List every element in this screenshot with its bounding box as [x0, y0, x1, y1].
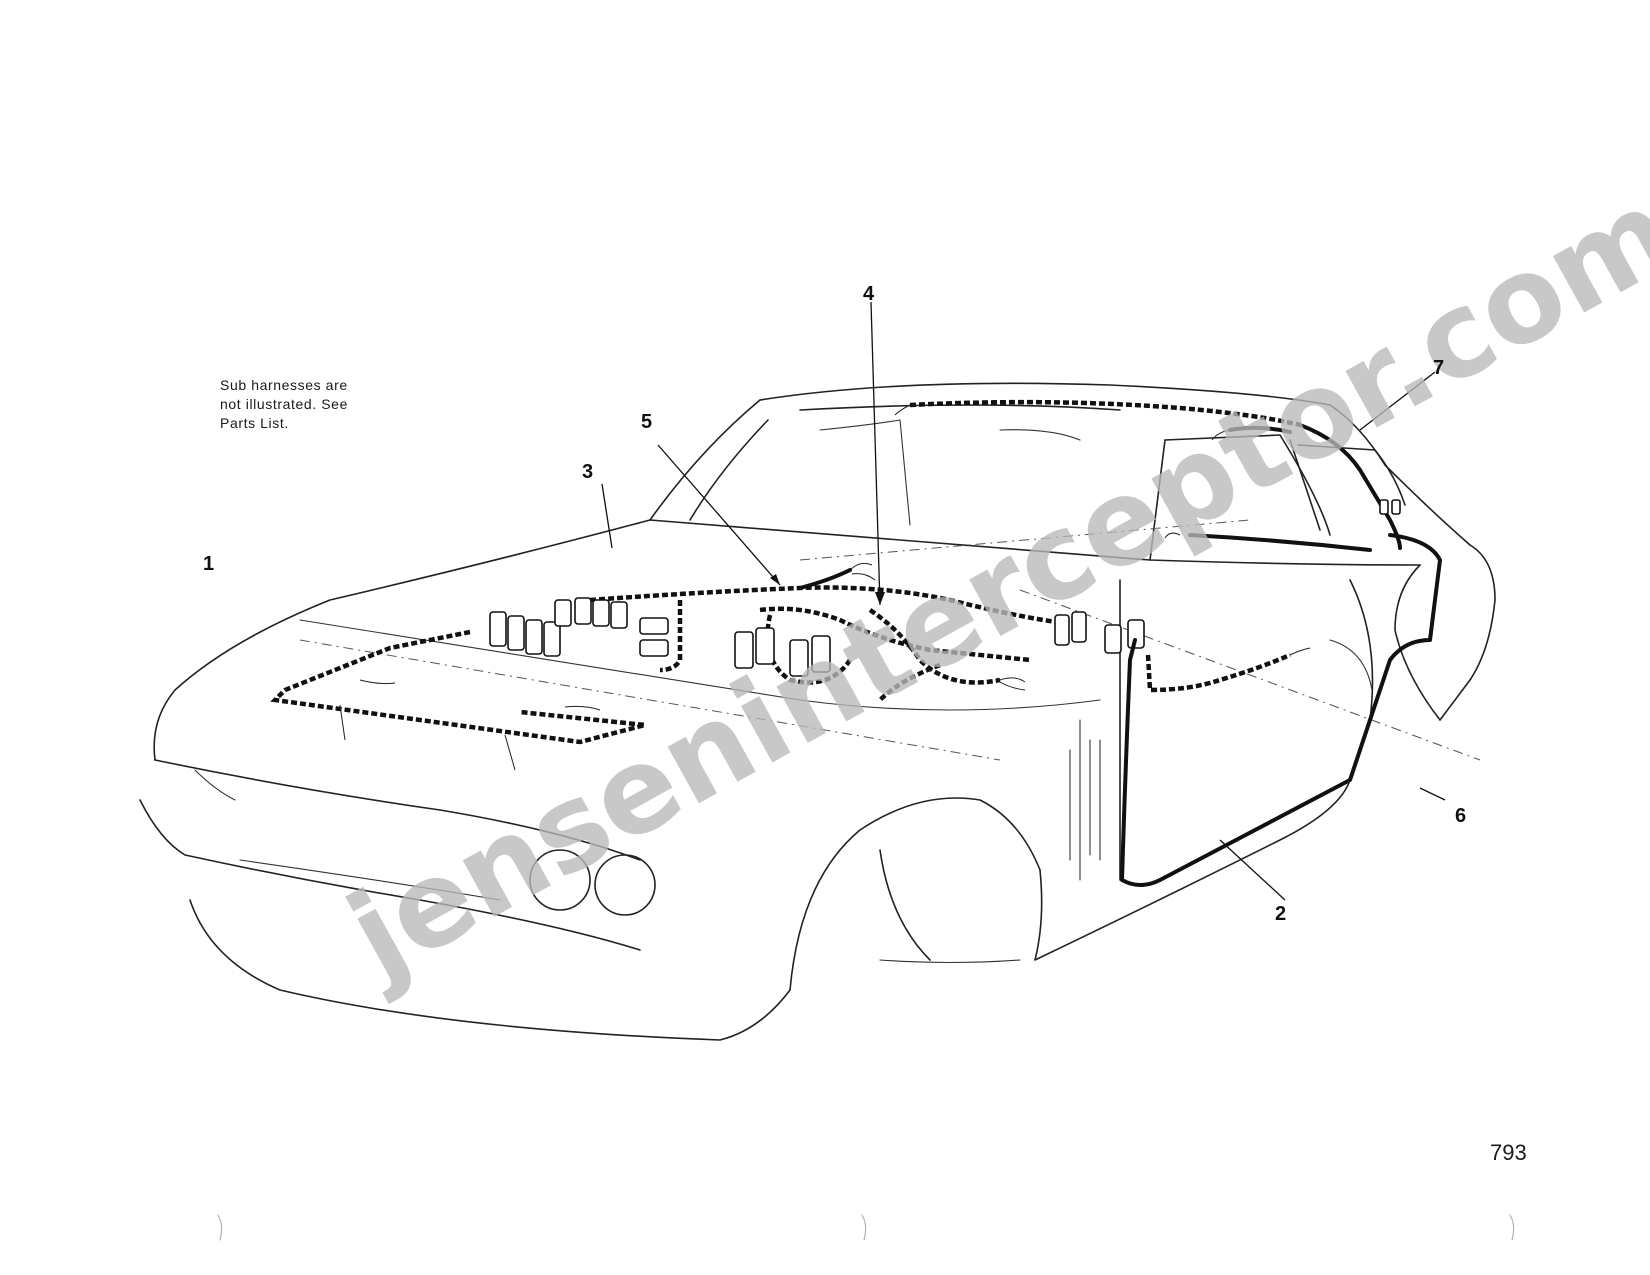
leader-3	[601, 483, 613, 549]
leader-6	[1419, 787, 1446, 801]
callout-5: 5	[641, 411, 652, 433]
note-line-3: Parts List.	[220, 415, 289, 431]
harness-7-roof-loom	[894, 399, 1402, 552]
note-line-2: not illustrated. See	[220, 396, 348, 412]
leader-2	[1219, 839, 1286, 901]
callout-6: 6	[1455, 805, 1466, 827]
watermark-text: jenseninterceptor.com	[323, 161, 1650, 1006]
leader-5	[657, 444, 781, 586]
callout-7: 7	[1433, 357, 1444, 379]
leader-4	[870, 301, 881, 606]
harness-connectors	[489, 597, 1145, 677]
note-block: Sub harnesses are not illustrated. See P…	[220, 377, 348, 431]
callout-leaders	[601, 301, 1446, 901]
note-line-1: Sub harnesses are	[220, 377, 348, 393]
harness-5-dash-loom	[489, 562, 1145, 702]
callout-4: 4	[863, 283, 875, 305]
car-body-outline	[139, 382, 1496, 1041]
callout-3: 3	[582, 461, 593, 483]
callout-labels: 1 2 3 4 5 6 7	[203, 283, 1466, 925]
callout-2: 2	[1275, 903, 1286, 925]
harness-2-sill-loom	[1120, 533, 1442, 887]
leader-7	[1359, 371, 1436, 431]
callout-1: 1	[203, 553, 214, 575]
scan-marks	[217, 1214, 1515, 1241]
page-number: 793	[1490, 1140, 1527, 1165]
harness-1-front-loom	[270, 629, 646, 771]
